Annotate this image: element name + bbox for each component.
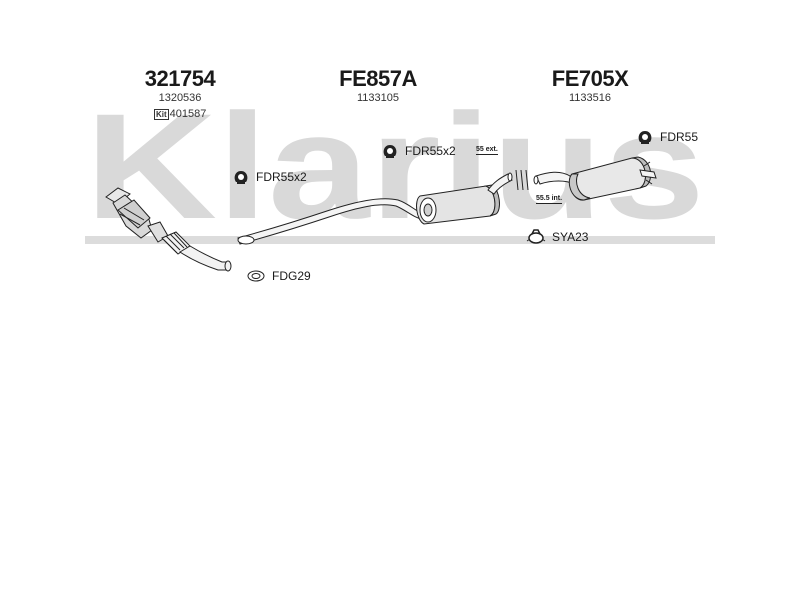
fitting-code: FDG29 — [272, 269, 311, 283]
reference-rear: 1133516 — [568, 92, 612, 104]
rubber-hanger-icon — [638, 131, 652, 144]
reference-centre: 1133105 — [356, 92, 400, 104]
joint-markers — [515, 169, 529, 191]
rubber-hanger-icon — [234, 171, 248, 184]
rear-silencer — [533, 156, 657, 201]
fitting-code: FDR55x2 — [256, 170, 307, 184]
flex-pipe — [161, 231, 232, 272]
catalytic-converter — [105, 187, 169, 243]
clamp-icon — [526, 229, 546, 244]
kit-line: Kit 401587 — [154, 108, 206, 120]
reference-front: 1320536 — [158, 92, 202, 104]
fitting-code: FDR55 — [660, 130, 699, 144]
fitting-rear-clamp: SYA23 — [526, 228, 588, 246]
part-number-rear: FE705X — [551, 66, 629, 91]
kit-number: 401587 — [169, 108, 207, 120]
fitting-code: SYA23 — [552, 230, 589, 244]
fitting-code: FDR55x2 — [405, 144, 456, 158]
intermediate-pipe — [237, 198, 425, 245]
dimension-internal: 55.5 int. — [536, 195, 563, 204]
rubber-hanger-icon — [383, 145, 397, 158]
kit-badge: Kit — [154, 108, 169, 120]
dimension-external: 55 ext. — [476, 146, 498, 155]
fitting-front-hangers: FDR55x2 — [232, 168, 307, 186]
part-number-front: 321754 — [144, 66, 216, 91]
gasket-icon — [247, 270, 265, 282]
part-number-centre: FE857A — [339, 66, 417, 91]
fitting-rear-hanger: FDR55 — [636, 128, 698, 146]
fitting-centre-hangers: FDR55x2 — [381, 142, 456, 160]
watermark-underline — [85, 236, 715, 244]
centre-silencer — [416, 172, 513, 225]
fitting-front-gasket: FDG29 — [246, 268, 311, 284]
